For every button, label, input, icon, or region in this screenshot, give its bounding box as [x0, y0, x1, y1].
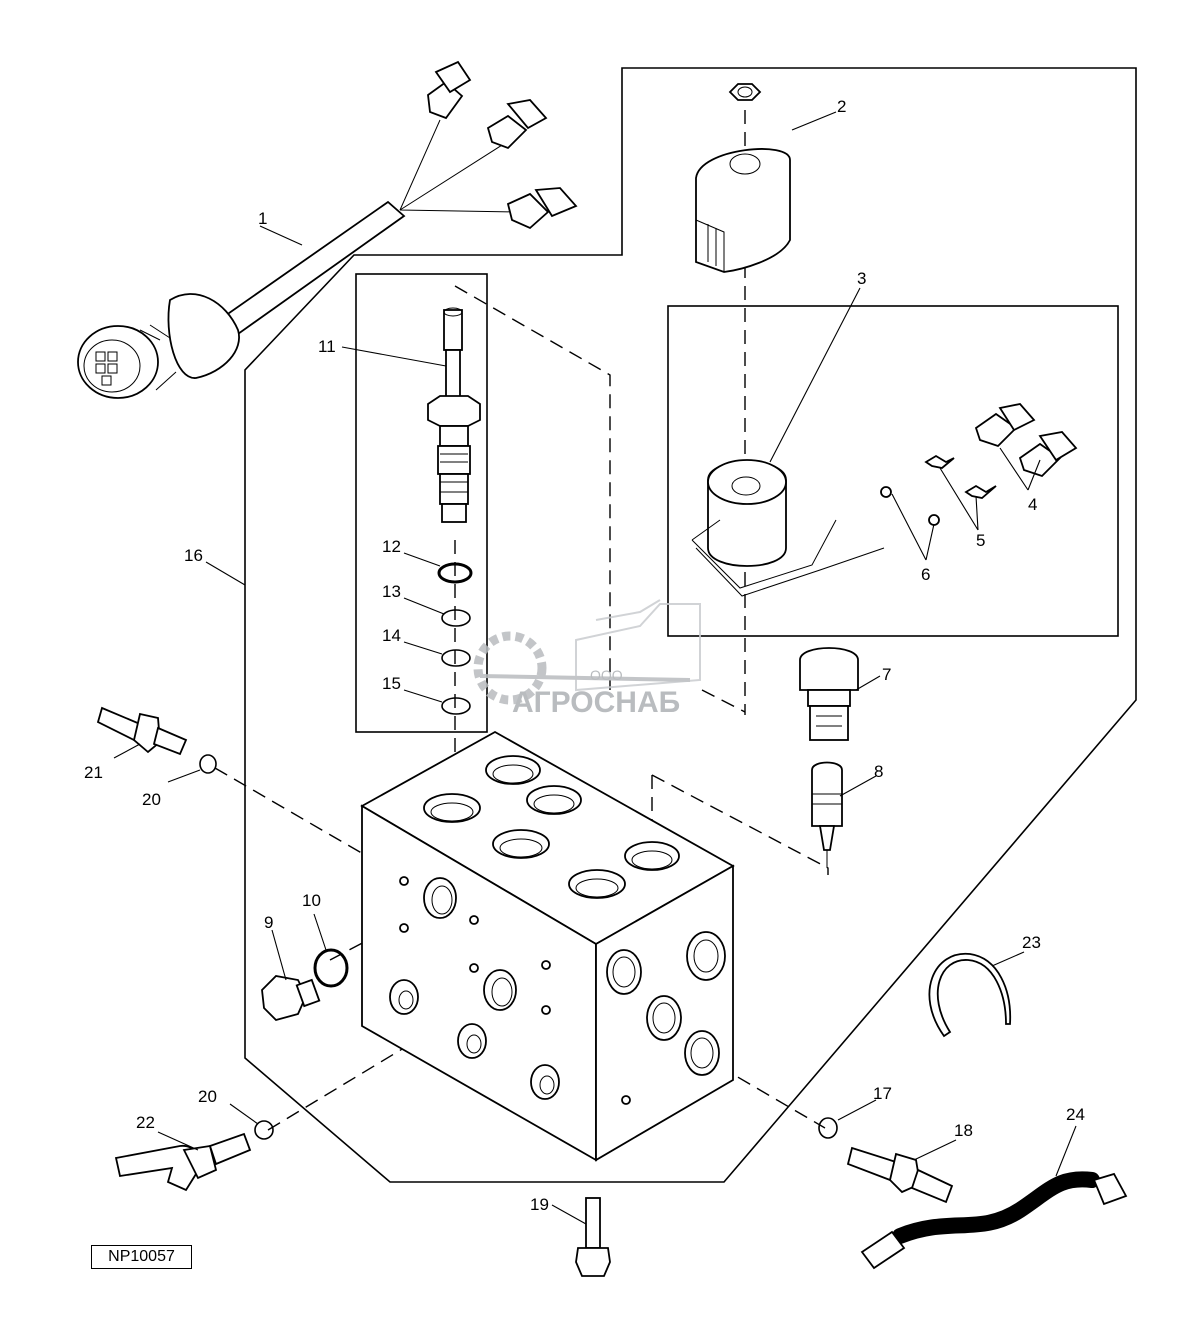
- hose-24: [860, 1171, 1128, 1270]
- o-ring-12: [437, 562, 473, 584]
- callout-20-upper: 20: [142, 790, 161, 809]
- callout-11: 11: [318, 337, 336, 356]
- callout-15: 15: [382, 674, 401, 693]
- callout-4: 4: [1028, 495, 1037, 514]
- callout-8: 8: [874, 762, 883, 781]
- callout-13: 13: [382, 582, 401, 601]
- callout-5: 5: [976, 531, 985, 550]
- callout-3: 3: [857, 269, 866, 288]
- wiring-harness: [77, 60, 578, 399]
- backup-ring-13: [441, 609, 471, 627]
- coil-connectors: [880, 403, 1078, 526]
- hex-plug-9: [261, 975, 321, 1022]
- elbow-fitting-22: [114, 1132, 252, 1192]
- spool-kit-box: [355, 273, 488, 733]
- callout-10: 10: [302, 891, 321, 910]
- o-ring-20-upper: [199, 754, 217, 774]
- watermark-logo: [473, 599, 701, 705]
- figure-code-label: NP10057: [91, 1245, 192, 1269]
- callout-7: 7: [882, 665, 891, 684]
- valve-manifold-block: [360, 730, 735, 1162]
- callout-14: 14: [382, 626, 401, 645]
- callout-24: 24: [1066, 1105, 1085, 1124]
- bolt-19: [575, 1197, 611, 1277]
- assembly-line: [454, 285, 611, 690]
- watermark-name: АГРОСНАБ: [512, 686, 680, 719]
- coil-kit-box: [667, 305, 1119, 637]
- callout-6: 6: [921, 565, 930, 584]
- assembly-line: [651, 774, 829, 875]
- retaining-ring-23: [928, 953, 1012, 1038]
- o-ring-17: [818, 1117, 838, 1139]
- o-ring-20-lower: [254, 1120, 274, 1140]
- callout-21: 21: [84, 763, 103, 782]
- fitting-21: [96, 706, 188, 756]
- callout-1: 1: [258, 209, 267, 228]
- callout-2: 2: [837, 97, 846, 116]
- callout-22: 22: [136, 1113, 155, 1132]
- spool-valve: [427, 307, 481, 523]
- watermark-prefix: ООО: [590, 667, 623, 683]
- callout-9: 9: [264, 913, 273, 932]
- callout-19: 19: [530, 1195, 549, 1214]
- assembly-line: [701, 689, 746, 713]
- plug-7: [799, 647, 859, 741]
- fitting-18: [846, 1146, 954, 1204]
- callout-20-lower: 20: [198, 1087, 217, 1106]
- o-ring-10: [313, 948, 349, 988]
- callout-17: 17: [873, 1084, 892, 1103]
- callout-18: 18: [954, 1121, 973, 1140]
- callout-12: 12: [382, 537, 401, 556]
- callout-23: 23: [1022, 933, 1041, 952]
- sensor-8: [811, 761, 843, 868]
- kit-outline: [244, 67, 1137, 1183]
- solenoid-coil: [691, 459, 885, 597]
- backup-ring-15: [441, 697, 471, 715]
- callout-16: 16: [184, 546, 203, 565]
- assembly-line: [214, 767, 366, 856]
- backup-ring-14: [441, 649, 471, 667]
- coil-cover: [695, 83, 791, 273]
